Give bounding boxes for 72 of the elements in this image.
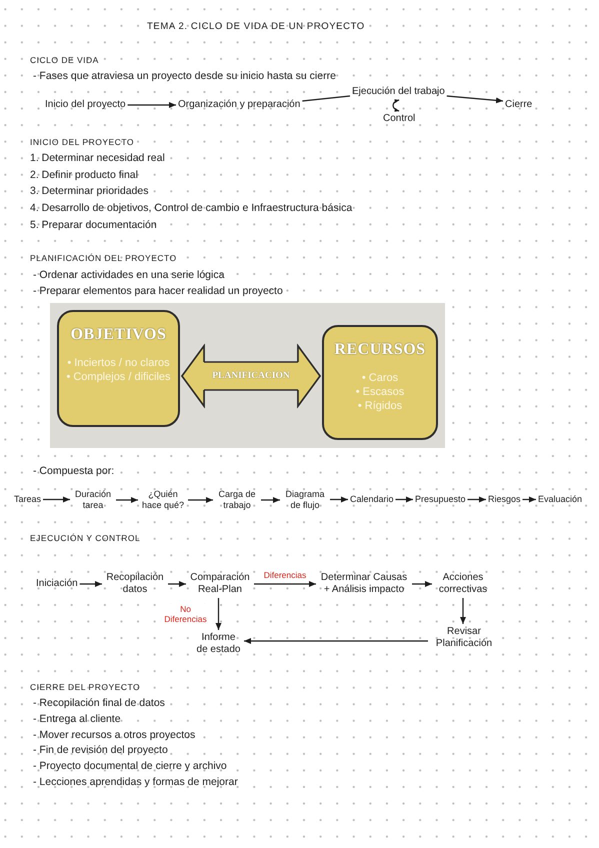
list-item: - Compuesta por:	[33, 465, 114, 477]
section-heading: EJECUCIÓN Y CONTROL	[30, 532, 140, 544]
section-heading: CICLO DE VIDA	[30, 54, 99, 66]
bullet-item: • Inciertos / no claros	[67, 356, 170, 370]
step-label: Organización y preparación	[178, 99, 300, 111]
list-item: - Recopilación final de datos	[33, 697, 165, 709]
arrow	[396, 496, 413, 502]
arrow	[261, 497, 280, 503]
arrow	[330, 496, 348, 502]
bullet-item: • Caros	[362, 371, 398, 385]
step-label: Acciones correctivas	[434, 572, 492, 596]
arrow	[128, 102, 176, 108]
list-item: - Entrega al cliente	[33, 713, 121, 725]
arrow	[468, 496, 486, 502]
arrow	[116, 497, 138, 503]
list-item: - Fin de revisión del proyecto	[33, 744, 168, 756]
block-arrow	[181, 344, 321, 408]
list-item: - Preparar elementos para hacer realidad un proyecto	[33, 285, 283, 297]
list-item: - Fases que atraviesa un proyecto desde su inicio hasta su cierre	[33, 70, 336, 82]
step-label: Control	[383, 113, 416, 125]
step-label: ¿Quién hace qué?	[140, 489, 186, 511]
step-label: Cierre	[505, 99, 532, 111]
bullet-item: • Complejos / dificiles	[66, 370, 171, 384]
arrow	[168, 581, 186, 587]
step-label: Riesgos	[488, 494, 521, 505]
step-label: Recopilación datos	[104, 572, 166, 596]
step-label: Informe de estado	[195, 632, 242, 656]
section-heading: CIERRE DEL PROYECTO	[30, 681, 140, 693]
list-item: 4. Desarrollo de objetivos, Control de cambio e Infraestructura básica	[30, 202, 352, 214]
list-item: - Lecciones aprendidas y formas de mejorar	[33, 776, 238, 788]
step-label: Calendario	[350, 494, 394, 505]
arrow	[80, 581, 102, 587]
arrow	[460, 598, 466, 624]
edge-label: Diferencias	[264, 570, 306, 580]
section-heading: PLANIFICACIÓN DEL PROYECTO	[30, 252, 177, 264]
slide-card	[322, 325, 438, 440]
step-label: Comparación Real-Plan	[188, 572, 252, 596]
arrow	[216, 598, 222, 630]
arrow	[188, 497, 213, 503]
connector-line	[302, 95, 350, 102]
step-label: Tareas	[14, 494, 42, 505]
step-label: Evaluación	[538, 494, 582, 505]
arrow	[446, 95, 504, 104]
card-heading: RECURSOS	[334, 341, 426, 359]
list-item: - Ordenar actividades en una serie lógica	[33, 269, 224, 281]
bullet-item: • Rígidos	[358, 399, 402, 413]
step-label: Determinar Causas + Análisis impacto	[318, 572, 410, 596]
list-item: 2. Definir producto final	[30, 169, 138, 181]
step-label: Diagrama de flujo	[282, 489, 328, 511]
step-label: Ejecución del trabajo	[352, 86, 445, 98]
arrow	[412, 581, 432, 587]
page-title: TEMA 2. CICLO DE VIDA DE UN PROYECTO	[147, 21, 365, 32]
arrow	[244, 638, 428, 644]
cycle-arrow	[392, 99, 400, 112]
step-label: Revisar Planificación	[430, 626, 498, 650]
arrow	[522, 496, 536, 502]
step-label: Presupuesto	[415, 494, 466, 505]
slide-card	[57, 310, 180, 427]
section-heading: INICIO DEL PROYECTO	[30, 136, 134, 148]
bullet-item: • Escasos	[356, 385, 404, 399]
list-item: - Proyecto documental de cierre y archivo	[33, 760, 227, 772]
arrow	[43, 496, 70, 502]
list-item: - Mover recursos a otros proyectos	[33, 729, 196, 741]
step-label: Iniciación	[36, 578, 78, 590]
edge-label: PLANIFICACION	[211, 371, 291, 381]
list-item: 1. Determinar necesidad real	[30, 152, 165, 164]
step-label: Duración tarea	[72, 489, 114, 511]
list-item: 3. Determinar prioridades	[30, 185, 148, 197]
step-label: Inicio del proyecto	[45, 99, 126, 111]
card-heading: OBJETIVOS	[70, 326, 166, 344]
list-item: 5. Preparar documentación	[30, 219, 157, 231]
step-label: Carga de trabajo	[215, 489, 259, 511]
